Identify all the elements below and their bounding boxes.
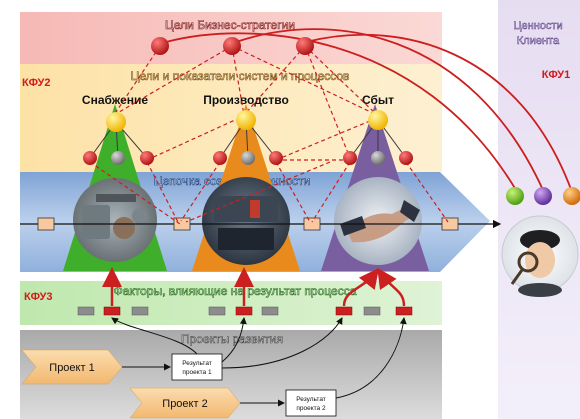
kfu2-label: КФУ2 bbox=[22, 77, 51, 89]
systems-title: Цели и показатели систем и процессов bbox=[131, 69, 350, 83]
client-value-links bbox=[165, 28, 573, 193]
project1-result-line1: Результат bbox=[182, 360, 212, 367]
project2-arrow[interactable] bbox=[129, 387, 241, 419]
production-photo bbox=[202, 177, 290, 265]
client-value-purple-node bbox=[534, 187, 552, 205]
production-goal-node bbox=[236, 110, 256, 130]
value-chain-flow bbox=[20, 217, 502, 231]
client-person-photo bbox=[501, 215, 579, 297]
sales-label: Сбыт bbox=[362, 93, 394, 107]
kpi-nodes bbox=[83, 151, 413, 165]
client-title-line2: Клиента bbox=[517, 35, 560, 47]
strategy-goal-node bbox=[223, 37, 241, 55]
factors-title: Факторы, влияющие на результат процесса bbox=[114, 284, 357, 298]
sales-goal-node bbox=[368, 110, 388, 130]
supply-goal-node bbox=[106, 112, 126, 132]
supply-photo bbox=[73, 178, 157, 262]
client-value-green-node bbox=[506, 187, 524, 205]
strategy-title: Цели Бизнес-стратегии bbox=[165, 18, 295, 32]
project2-result-box: Результат проекта 2 bbox=[285, 389, 337, 417]
client-column bbox=[498, 0, 580, 419]
production-label: Производство bbox=[203, 93, 289, 107]
project2-result-line2: проекта 2 bbox=[296, 405, 326, 412]
project1-arrow[interactable] bbox=[21, 349, 123, 385]
client-value-orange-node bbox=[563, 187, 580, 205]
kfu1-label: КФУ1 bbox=[542, 69, 571, 81]
factor-impact-arrows bbox=[102, 267, 406, 307]
project1-result-box: Результат проекта 1 bbox=[171, 353, 223, 381]
factor-items bbox=[77, 306, 413, 316]
strategy-goal-node bbox=[296, 37, 314, 55]
project-flow-lines bbox=[111, 317, 407, 407]
sales-photo bbox=[334, 177, 422, 265]
client-title-line1: Ценности bbox=[513, 20, 562, 32]
supply-label: Снабжение bbox=[82, 93, 148, 107]
project2-result-line1: Результат bbox=[296, 396, 326, 403]
kfu3-label: КФУ3 bbox=[24, 291, 53, 303]
projects-title: Проекты развития bbox=[181, 332, 283, 346]
kpi-link-lines bbox=[89, 45, 449, 225]
project1-result-line2: проекта 1 bbox=[182, 369, 212, 376]
project1-label: Проект 1 bbox=[49, 362, 94, 374]
project2-label: Проект 2 bbox=[162, 398, 207, 410]
strategy-goal-node bbox=[151, 37, 169, 55]
